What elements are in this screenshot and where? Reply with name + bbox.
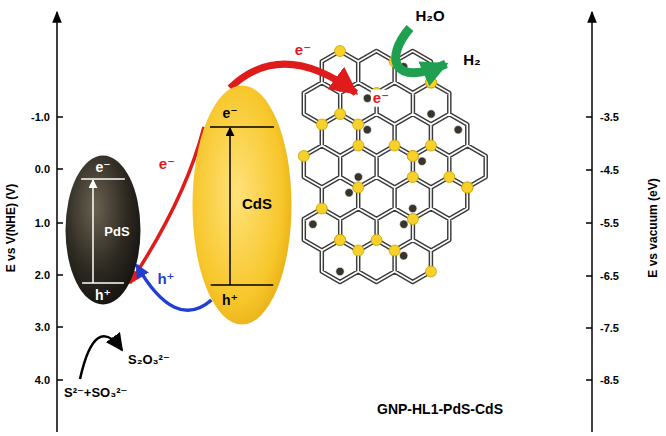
band-edge: [81, 178, 125, 180]
tick-label: -3.5: [600, 111, 619, 123]
tick-label: 3.0: [35, 321, 50, 333]
tick-label: 4.0: [35, 374, 50, 386]
carbon-bonds: [304, 51, 486, 282]
cds-particle: [335, 235, 346, 246]
cds-particle: [335, 46, 346, 57]
tick-mark: [57, 116, 63, 118]
cds-particle: [425, 77, 436, 88]
left-axis: [56, 12, 58, 432]
tick-mark: [586, 222, 592, 224]
sample-name: GNP-HL1-PdS-CdS: [377, 402, 503, 417]
cds-particle: [407, 151, 418, 162]
cds-particle: [317, 119, 328, 130]
carrier-label: e⁻: [95, 160, 110, 174]
tick-mark: [57, 168, 63, 170]
material-label: PdS: [104, 225, 129, 238]
electron-label: e⁻: [371, 90, 391, 107]
pds-particle-band: e⁻ PdS h⁺: [65, 155, 141, 305]
particle-ellipse: [66, 156, 141, 305]
tick-mark: [586, 169, 592, 171]
tick-mark: [586, 116, 592, 118]
material-label: CdS: [242, 196, 272, 211]
band-edge: [211, 284, 274, 286]
reactant-label: H₂O: [413, 8, 446, 25]
axis-title: E vs vacuum (eV): [647, 178, 660, 277]
tick-mark: [57, 274, 63, 276]
cds-particle: [407, 151, 418, 162]
tick-mark: [57, 222, 63, 224]
sacrificial-oxidation-arrow: [80, 336, 122, 379]
tick-mark: [586, 327, 592, 329]
carrier-label: e⁻: [222, 106, 237, 120]
carrier-label: h⁺: [155, 271, 176, 286]
tick-label: -6.5: [600, 270, 619, 282]
reactant-label: S²⁻+SO₃²⁻: [64, 386, 127, 400]
cds-particle: [426, 77, 437, 88]
band-edge: [210, 126, 274, 128]
cds-particle: [316, 203, 327, 214]
pds-particle: [409, 204, 417, 212]
axis-title: E vs V(NHE) (V): [5, 184, 18, 273]
tick-label: -7.5: [600, 322, 619, 334]
product-label: S₂O₃²⁻: [128, 353, 170, 367]
cds-particle: [371, 235, 382, 246]
pds-particle: [354, 173, 362, 181]
cds-particle-band: e⁻ CdS h⁺: [192, 85, 292, 325]
cds-particle: [425, 140, 436, 151]
carbon-bonds-inner: [304, 51, 486, 282]
pds-particle: [399, 252, 407, 260]
transfer-arrow: [137, 265, 212, 310]
cds-particle: [425, 266, 436, 277]
pds-particle: [309, 220, 317, 228]
product-label: H₂: [461, 52, 483, 69]
particle-ellipse: [193, 86, 292, 325]
tick-label: 1.0: [35, 217, 50, 229]
cds-particle: [353, 182, 364, 193]
excitation-arrow: [229, 128, 231, 285]
carrier-label: h⁺: [222, 293, 238, 307]
cds-particle: [335, 235, 346, 246]
pds-particle: [336, 267, 344, 275]
carrier-label: e⁻: [157, 156, 177, 171]
cds-particle: [389, 140, 400, 151]
cds-particle: [353, 140, 364, 151]
right-axis: [591, 12, 593, 432]
cds-particle: [444, 172, 455, 183]
pds-particle: [400, 220, 408, 228]
cds-particle: [353, 245, 364, 256]
water-reduction-arrow: [396, 28, 446, 73]
tick-label: 0.0: [35, 163, 50, 175]
tick-label: 2.0: [35, 269, 50, 281]
pds-particle: [363, 126, 371, 134]
carrier-label: h⁺: [95, 288, 111, 302]
cds-particle: [462, 182, 473, 193]
tick-mark: [586, 379, 592, 381]
tick-mark: [57, 379, 63, 381]
pds-particle: [345, 189, 353, 197]
cds-particle: [335, 109, 346, 120]
pds-particle: [427, 110, 435, 118]
cds-particle: [462, 182, 473, 193]
cds-particle: [353, 119, 364, 130]
pds-particle: [454, 126, 462, 134]
excitation-arrow: [92, 180, 94, 283]
tick-label: -5.5: [600, 217, 619, 229]
pds-particle: [418, 157, 426, 165]
tick-label: -4.5: [600, 164, 619, 176]
cds-particle: [407, 172, 418, 183]
graphene-sheet: [298, 46, 485, 283]
electron-label: e⁻: [293, 42, 313, 59]
tick-mark: [57, 326, 63, 328]
cds-particle: [389, 245, 400, 256]
tick-mark: [586, 275, 592, 277]
cds-particle: [298, 151, 309, 162]
tick-label: -1.0: [31, 111, 50, 123]
band-edge: [82, 282, 124, 284]
cds-particle: [407, 214, 418, 225]
tick-label: -8.5: [600, 374, 619, 386]
